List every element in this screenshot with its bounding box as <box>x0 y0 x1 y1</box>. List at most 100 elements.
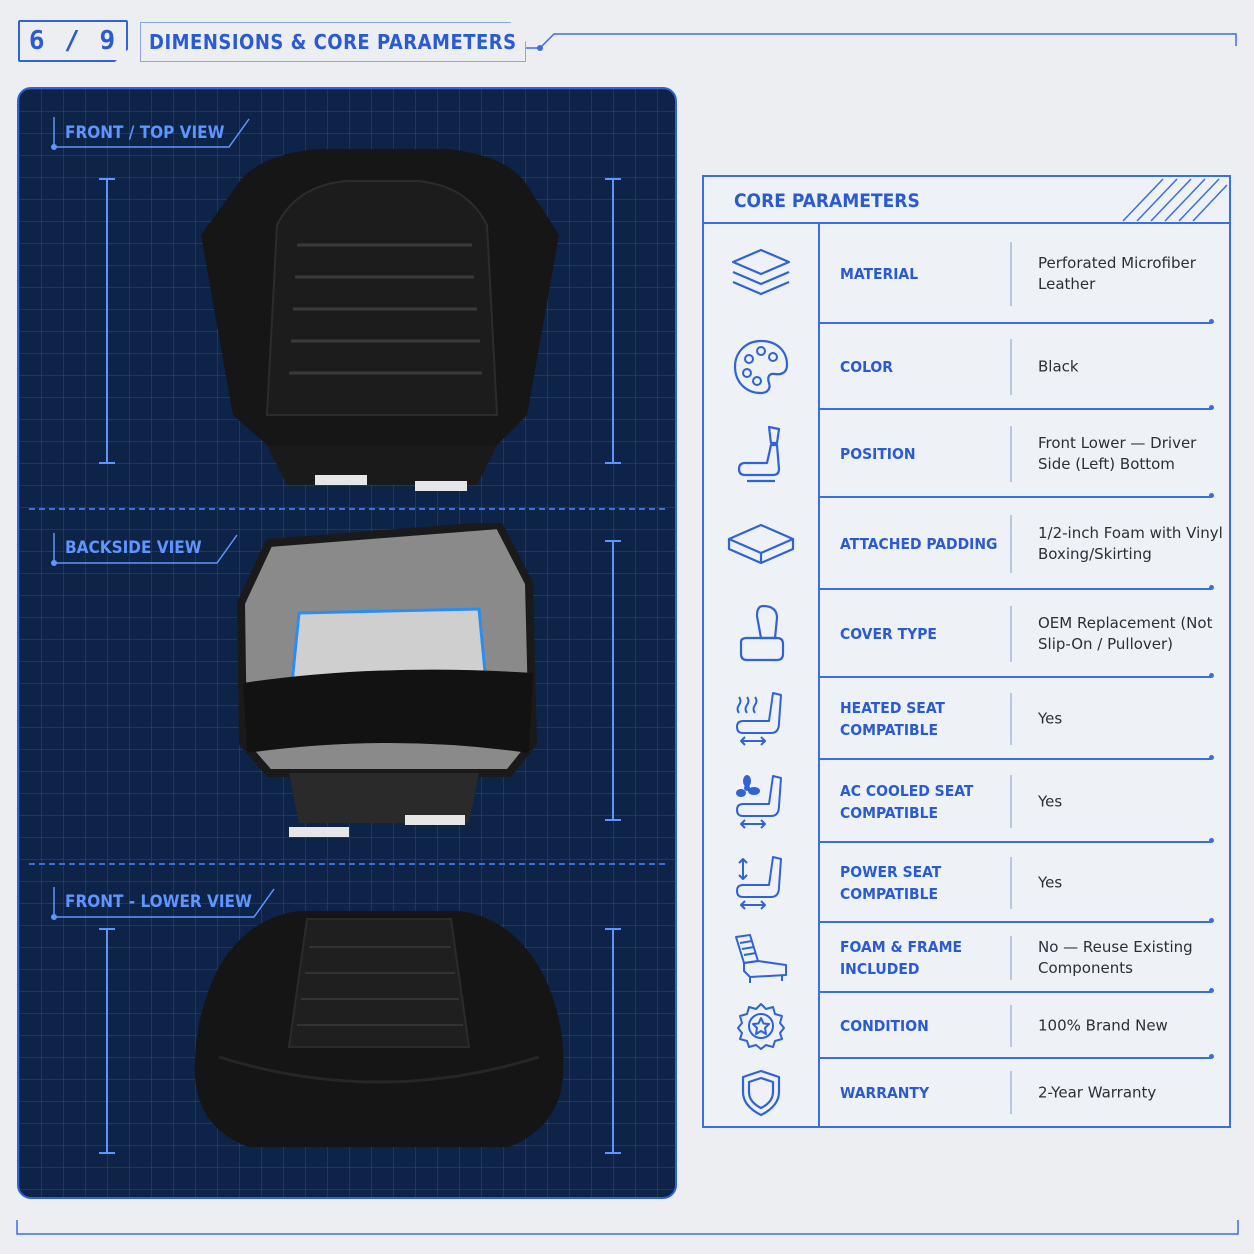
param-separator <box>1010 514 1012 574</box>
param-row-foam-frame: FOAM & FRAME INCLUDED No — Reuse Existin… <box>704 923 1229 993</box>
palette-icon <box>733 339 789 395</box>
param-row-color: COLOR Black <box>704 324 1229 410</box>
param-label: POSITION <box>840 445 916 463</box>
front-top-dimension-left <box>99 178 115 464</box>
seat-cover-front-lower-image <box>194 911 564 1147</box>
param-row-position: POSITION Front Lower — Driver Side (Left… <box>704 410 1229 498</box>
param-icon-cell <box>704 843 820 923</box>
param-label: WARRANTY <box>840 1083 930 1102</box>
seat-icon <box>737 425 781 483</box>
param-row-ac-cooled-seat: AC COOLED SEAT COMPATIBLE Yes <box>704 760 1229 843</box>
param-value: Yes <box>1038 873 1063 892</box>
param-label: CONDITION <box>840 1017 929 1035</box>
param-value: Black <box>1038 357 1079 376</box>
param-value: Perforated Microfiber Leather <box>1038 254 1196 293</box>
param-row-rule <box>820 585 1214 590</box>
param-row-rule <box>820 755 1214 760</box>
param-row-cover-type: COVER TYPE OEM Replacement (Not Slip-On … <box>704 590 1229 678</box>
param-label: HEATED SEAT COMPATIBLE <box>840 699 945 739</box>
product-views-panel: FRONT / TOP VIEW BACKSIDE VIEW <box>17 87 677 1199</box>
view-divider-1 <box>29 508 665 510</box>
param-separator <box>1010 774 1012 829</box>
shield-icon <box>741 1069 781 1116</box>
param-value: OEM Replacement (Not Slip-On / Pullover) <box>1038 614 1213 653</box>
core-parameters-panel: CORE PARAMETERS MATERIAL <box>702 175 1231 1128</box>
param-label: COVER TYPE <box>840 625 937 643</box>
param-row-rule <box>820 405 1214 410</box>
param-row-rule <box>820 319 1214 324</box>
param-icon-cell <box>704 1059 820 1126</box>
param-row-heated-seat: HEATED SEAT COMPATIBLE Yes <box>704 678 1229 760</box>
param-row-material: MATERIAL Perforated Microfiber Leather <box>704 224 1229 324</box>
param-label: FOAM & FRAME INCLUDED <box>840 938 962 978</box>
badge-star-icon <box>737 1003 785 1050</box>
layers-icon <box>731 248 791 296</box>
param-icon-cell <box>704 678 820 760</box>
backside-dimension-right <box>605 540 621 821</box>
param-separator <box>1010 692 1012 746</box>
header-hud-line <box>526 33 1237 51</box>
backside-label-bracket <box>51 533 238 566</box>
foam-pad-icon <box>727 523 795 565</box>
param-row-rule <box>820 918 1214 923</box>
param-value: 100% Brand New <box>1038 1016 1168 1035</box>
param-value: Yes <box>1038 709 1063 728</box>
seat-cover-front-top-image <box>201 149 559 491</box>
header-hatch-decoration <box>1122 178 1228 222</box>
param-label: COLOR <box>840 358 894 376</box>
power-seat-icon <box>736 856 782 910</box>
param-icon-cell <box>704 324 820 410</box>
param-value: Yes <box>1038 792 1063 810</box>
param-label: ATTACHED PADDING <box>840 535 998 553</box>
front-top-label-bracket <box>51 117 250 150</box>
front-lower-label-bracket <box>51 887 275 920</box>
param-separator <box>1010 1004 1012 1048</box>
seat-cover-icon <box>739 604 785 662</box>
cooled-seat-icon <box>736 774 782 829</box>
param-icon-cell <box>704 498 820 590</box>
param-label: MATERIAL <box>840 265 919 283</box>
param-icon-cell <box>704 923 820 993</box>
param-label: POWER SEAT COMPATIBLE <box>840 863 942 903</box>
param-row-rule <box>820 493 1214 498</box>
param-icon-cell <box>704 760 820 843</box>
page-title: DIMENSIONS & CORE PARAMETERS <box>140 22 526 62</box>
footer-hud-line <box>16 1220 1239 1235</box>
param-icon-cell <box>704 410 820 498</box>
front-top-dimension-right <box>605 178 621 464</box>
param-row-warranty: WARRANTY 2-Year Warranty <box>704 1059 1229 1126</box>
heated-seat-icon <box>736 692 782 746</box>
param-icon-cell <box>704 590 820 678</box>
seat-frame-icon <box>735 934 787 983</box>
param-separator <box>1010 1071 1012 1114</box>
param-separator <box>1010 339 1012 395</box>
view-divider-2 <box>29 863 665 865</box>
param-separator <box>1010 857 1012 909</box>
param-icon-cell <box>704 993 820 1059</box>
param-icon-cell <box>704 224 820 324</box>
page-counter: 6 / 9 <box>18 20 128 62</box>
param-row-power-seat: POWER SEAT COMPATIBLE Yes <box>704 843 1229 923</box>
param-separator <box>1010 242 1012 306</box>
param-row-rule <box>820 673 1214 678</box>
param-value: 2-Year Warranty <box>1038 1083 1157 1101</box>
core-parameters-header: CORE PARAMETERS <box>704 177 1229 224</box>
param-label: AC COOLED SEAT COMPATIBLE <box>840 781 974 822</box>
core-parameters-title: CORE PARAMETERS <box>734 190 920 212</box>
front-top-view-label: FRONT / TOP VIEW <box>65 123 225 143</box>
backside-view-label: BACKSIDE VIEW <box>65 538 202 558</box>
param-separator <box>1010 425 1012 483</box>
param-value: No — Reuse Existing Components <box>1038 938 1193 977</box>
param-row-rule <box>820 1054 1214 1059</box>
param-row-rule <box>820 838 1214 843</box>
param-value: 1/2-inch Foam with Vinyl Boxing/Skirting <box>1038 524 1223 563</box>
param-row-attached-padding: ATTACHED PADDING 1/2-inch Foam with Viny… <box>704 498 1229 590</box>
front-lower-dimension-left <box>99 928 115 1154</box>
front-lower-view-label: FRONT - LOWER VIEW <box>65 892 252 912</box>
param-separator <box>1010 605 1012 663</box>
front-lower-dimension-right <box>605 928 621 1154</box>
param-separator <box>1010 935 1012 981</box>
param-row-condition: CONDITION 100% Brand New <box>704 993 1229 1059</box>
seat-cover-backside-image <box>236 523 538 837</box>
param-value: Front Lower — Driver Side (Left) Bottom <box>1038 434 1197 473</box>
